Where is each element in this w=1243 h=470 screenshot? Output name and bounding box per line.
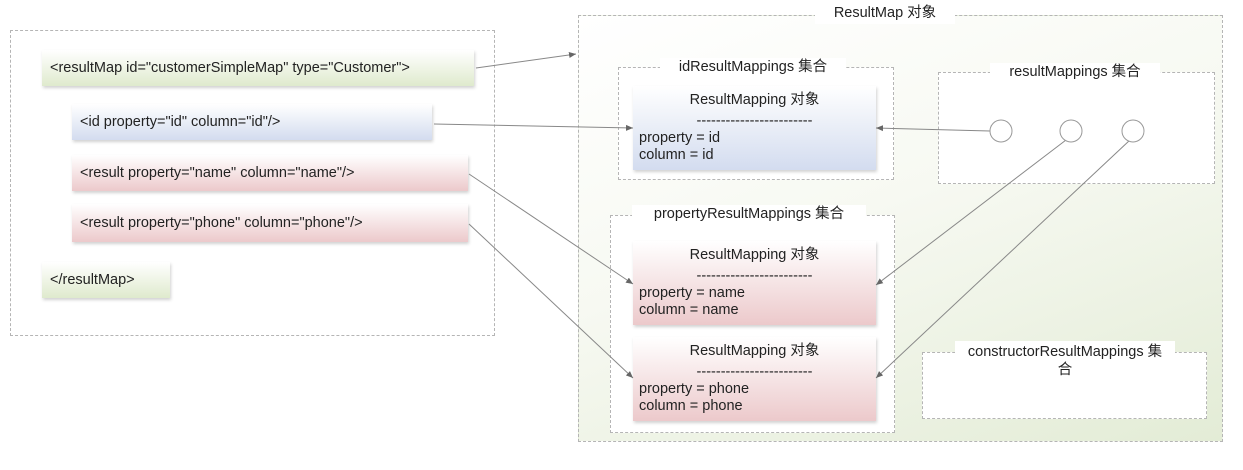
result-mapping-separator: ------------------------ xyxy=(696,268,813,284)
result-mapping-property: property = id xyxy=(639,130,721,146)
result-mapping-property: property = name xyxy=(639,285,745,301)
id-result-mapping-object: ResultMapping 对象 -----------------------… xyxy=(633,86,876,170)
resultmap-object-title: ResultMap 对象 xyxy=(815,4,955,24)
xml-id-tag: <id property="id" column="id"/> xyxy=(72,104,432,140)
result-mapping-property: property = phone xyxy=(639,381,750,397)
phone-result-mapping-object: ResultMapping 对象 -----------------------… xyxy=(633,337,876,421)
result-mapping-title: ResultMapping 对象 xyxy=(689,92,820,108)
result-mapping-column: column = name xyxy=(639,302,739,318)
xml-resultmap-open-tag: <resultMap id="customerSimpleMap" type="… xyxy=(42,50,474,86)
property-result-mappings-title: propertyResultMappings 集合 xyxy=(632,205,866,225)
result-mapping-separator: ------------------------ xyxy=(696,364,813,380)
result-mappings-title: resultMappings 集合 xyxy=(990,63,1160,83)
xml-result-phone-tag: <result property="phone" column="phone"/… xyxy=(72,204,468,242)
result-mapping-separator: ------------------------ xyxy=(696,113,813,129)
constructor-result-mappings-title: constructorResultMappings 集合 xyxy=(955,341,1175,381)
result-mapping-column: column = phone xyxy=(639,398,743,414)
xml-result-name-tag: <result property="name" column="name"/> xyxy=(72,155,468,191)
result-mapping-column: column = id xyxy=(639,147,714,163)
xml-resultmap-close-tag: </resultMap> xyxy=(42,262,170,298)
result-mappings-box xyxy=(938,72,1215,184)
name-result-mapping-object: ResultMapping 对象 -----------------------… xyxy=(633,241,876,325)
id-result-mappings-title: idResultMappings 集合 xyxy=(660,58,846,78)
result-mapping-title: ResultMapping 对象 xyxy=(689,247,820,263)
result-mapping-title: ResultMapping 对象 xyxy=(689,343,820,359)
